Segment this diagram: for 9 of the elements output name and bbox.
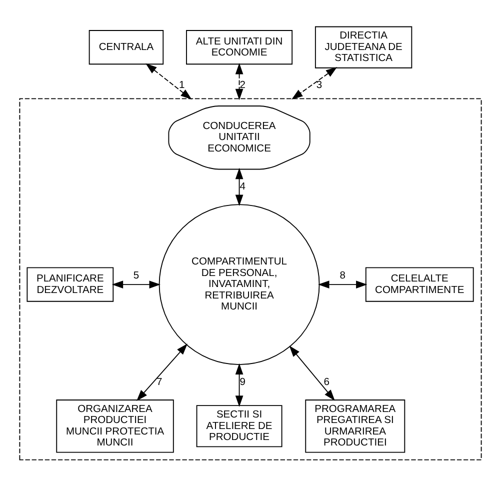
edge-label: 6 [324,376,330,388]
edge-label: 5 [133,270,140,282]
edge-label: 1 [178,80,185,91]
edge-label: 7 [156,376,162,388]
edge-label: 3 [316,80,322,91]
edge-label: 8 [340,270,346,282]
edge-label: 4 [240,180,246,192]
edge-label: 2 [240,80,246,91]
edge-label: 9 [240,376,246,388]
